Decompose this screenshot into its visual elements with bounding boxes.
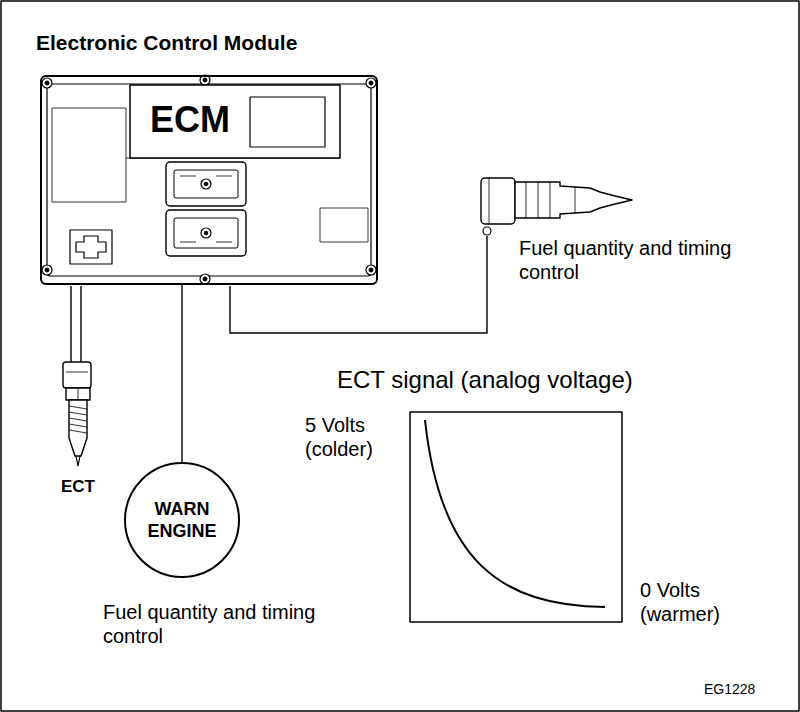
axis-low-label: 0 Volts (warmer) (640, 578, 752, 626)
circle-text-wrap: WARN ENGINE (124, 462, 240, 578)
wire-connector (181, 285, 182, 462)
lamp-label: WARN ENGINE (134, 498, 230, 543)
sensor-name: ECT (53, 477, 103, 497)
circle-outline (125, 463, 239, 577)
lamp-caption: Fuel quantity and timing control (103, 600, 318, 648)
label-wrap: Fuel quantity and timing control (103, 600, 318, 648)
label-wrap: 0 Volts (warmer) (640, 578, 752, 626)
figure-code: EG1228 (704, 681, 790, 698)
axis-high-label: 5 Volts (colder) (305, 413, 405, 461)
circle-outline (124, 462, 240, 578)
title-wrap: Electronic Control Module (36, 30, 297, 55)
ect-sensor (63, 286, 91, 466)
label-wrap: 5 Volts (colder) (305, 413, 405, 461)
module-label: ECM (150, 99, 230, 140)
label-wrap: Fuel quantity and timing control (519, 236, 734, 284)
label-wrap: ECT signal (analog voltage) (337, 366, 677, 395)
ecm-housing (42, 75, 376, 284)
injector-caption: Fuel quantity and timing control (519, 236, 734, 284)
label-wrap: EG1228 (704, 681, 790, 698)
signal-chart (410, 412, 622, 622)
control-module-box: ECM (40, 75, 378, 285)
label-wrap: ECT (53, 477, 103, 497)
warning-lamp-circle: WARN ENGINE (124, 462, 240, 578)
chart-title: ECT signal (analog voltage) (337, 366, 677, 395)
figure-title: Electronic Control Module (36, 30, 297, 55)
